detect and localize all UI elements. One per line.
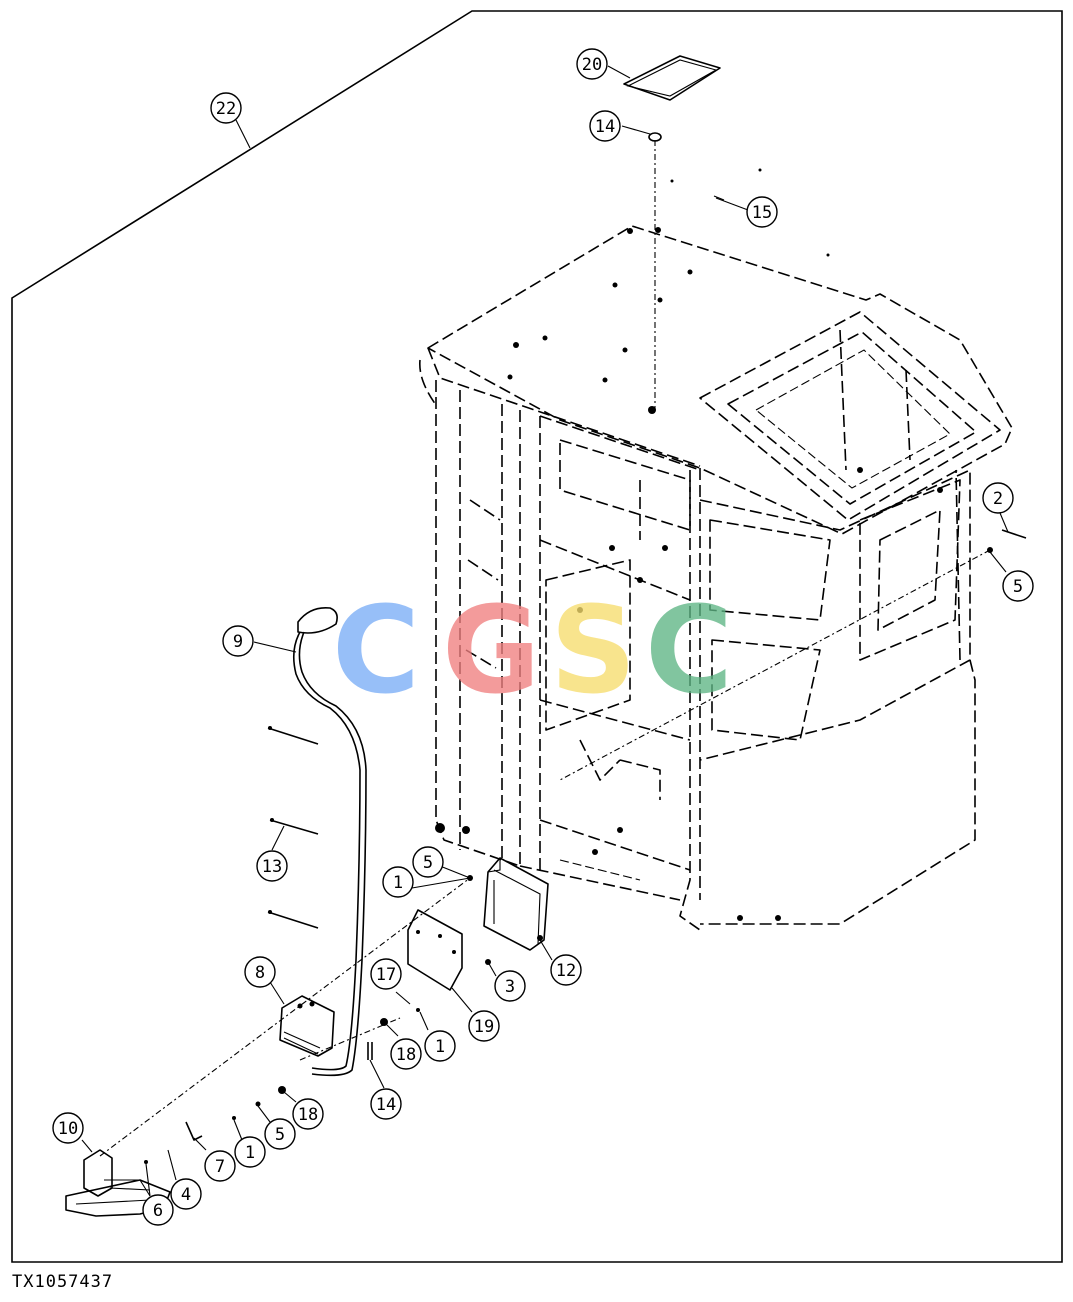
callout-circle [292,1098,324,1130]
callout-14: 14 [589,110,621,142]
callout-label: 1 [393,873,403,893]
callout-circle [256,850,288,882]
callout-label: 15 [752,203,772,223]
callout-circle [1002,570,1034,602]
cab-frame [419,225,1013,931]
callout-label: 14 [376,1095,396,1115]
callout-label: 6 [153,1201,163,1221]
watermark: C G S C [332,582,733,721]
watermark-letter: C [332,582,420,721]
callout-circle [222,625,254,657]
callout-circle [424,1030,456,1062]
callout-circle [390,1038,422,1070]
callout-label: 5 [423,853,433,873]
callout-label: 19 [474,1017,494,1037]
grommet-top [648,132,662,142]
callout-22: 22 [210,92,242,124]
callout-circle [204,1150,236,1182]
callout-8: 8 [244,956,276,988]
callout-label: 20 [582,55,602,75]
callout-17: 17 [370,958,402,990]
callout-circle [468,1010,500,1042]
callout-1: 1 [382,866,414,898]
callout-circle [370,1088,402,1120]
callout-5: 5 [1002,570,1034,602]
callout-15: 15 [746,196,778,228]
callout-label: 2 [993,489,1003,509]
callout-circle [494,970,526,1002]
callout-10: 10 [52,1112,84,1144]
watermark-letter: C [645,582,733,721]
antenna-assembly [292,606,367,1077]
callout-2: 2 [982,482,1014,514]
receiver-module [279,995,335,1057]
callout-14: 14 [370,1088,402,1120]
callout-circle [589,110,621,142]
callout-label: 9 [233,632,243,652]
bolt-right [1001,529,1027,539]
cable-ties [267,726,319,929]
leader-lines [81,65,1009,1197]
callout-3: 3 [494,970,526,1002]
callout-circle [210,92,242,124]
callout-label: 14 [595,117,615,137]
screw-15 [713,195,725,201]
callout-circle [982,482,1014,514]
callout-circle [234,1136,266,1168]
callout-circle [370,958,402,990]
callout-circle [382,866,414,898]
controller-box [483,857,549,951]
callout-circle [576,48,608,80]
callout-label: 7 [215,1157,225,1177]
callout-label: 18 [298,1105,318,1125]
callout-circle [550,954,582,986]
callout-circle [142,1194,174,1226]
callout-label: 10 [58,1119,78,1139]
callout-label: 3 [505,977,515,997]
callout-label: 22 [216,99,236,119]
callout-circle [412,846,444,878]
callout-label: 12 [556,961,576,981]
roof-holes [435,168,943,921]
callout-18: 18 [390,1038,422,1070]
callout-9: 9 [222,625,254,657]
callout-circle [244,956,276,988]
watermark-letter: S [550,582,636,721]
callout-label: 4 [181,1185,191,1205]
assembly-frame [11,10,1063,1263]
callout-label: 5 [275,1125,285,1145]
mounting-plate [407,909,463,991]
callout-label: 1 [435,1037,445,1057]
callout-label: 18 [396,1045,416,1065]
callout-label: 1 [245,1143,255,1163]
callout-18: 18 [292,1098,324,1130]
callout-circle [52,1112,84,1144]
callout-label: 8 [255,963,265,983]
callout-1: 1 [424,1030,456,1062]
callout-5: 5 [412,846,444,878]
callout-7: 7 [204,1150,236,1182]
callout-circle [170,1178,202,1210]
callout-5: 5 [264,1118,296,1150]
callout-13: 13 [256,850,288,882]
callout-6: 6 [142,1194,174,1226]
callout-circle [746,196,778,228]
figure-id: TX1057437 [12,1272,114,1292]
callout-label: 5 [1013,577,1023,597]
callout-12: 12 [550,954,582,986]
callout-19: 19 [468,1010,500,1042]
callout-label: 17 [376,965,396,985]
callout-1: 1 [234,1136,266,1168]
roof-cover-plate [623,55,721,101]
callout-circle [264,1118,296,1150]
callout-label: 13 [262,857,282,877]
callout-20: 20 [576,48,608,80]
watermark-letter: G [442,582,541,721]
callout-4: 4 [170,1178,202,1210]
